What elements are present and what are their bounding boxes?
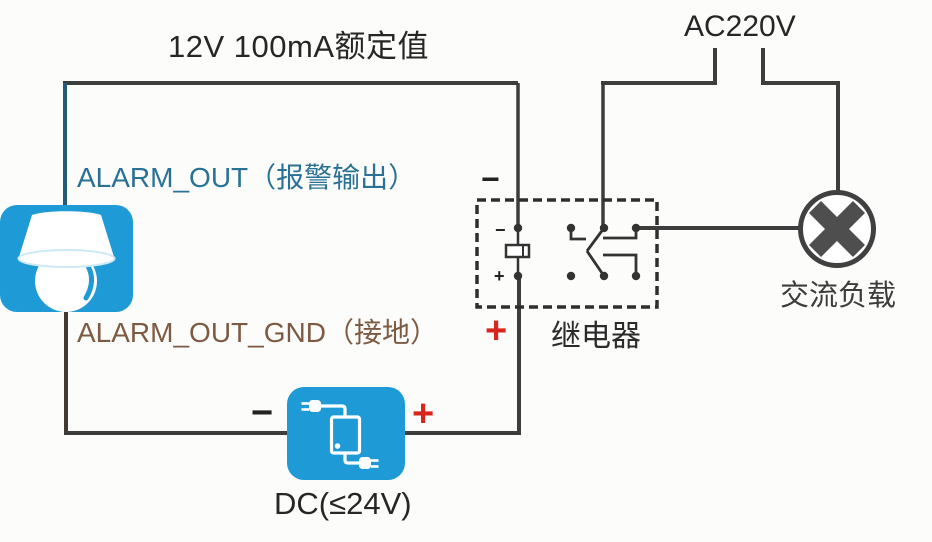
dome-camera-icon [0,205,133,312]
relay-top-minus-sign: − [481,161,500,197]
ac-source-wires [601,48,840,228]
relay-contact-symbol [566,223,641,281]
relay-label: 继电器 [551,320,641,353]
alarm-out-gnd-label: ALARM_OUT_GND（接地） [77,317,438,348]
relay-bottom-plus-sign: + [485,310,508,352]
alarm-out-wire [63,81,520,228]
dc-supply-label: DC(≤24V) [274,486,412,521]
dc-plus-sign: + [412,393,435,435]
alarm-gnd-wire [64,276,521,435]
coil-minus-sign: − [495,220,506,240]
ac-load-label: 交流负载 [780,280,897,312]
ac-source-label: AC220V [684,10,796,43]
relay-dashed-box [475,198,659,309]
power-adapter-icon [287,387,405,480]
relay-coil-symbol [504,223,531,281]
alarm-out-label: ALARM_OUT（报警输出） [77,162,417,193]
coil-plus-sign: + [494,266,505,286]
dc-minus-sign: − [251,392,274,434]
diagram-title: 12V 100mA额定值 [168,29,429,64]
ac-load-x-icon [798,190,876,268]
